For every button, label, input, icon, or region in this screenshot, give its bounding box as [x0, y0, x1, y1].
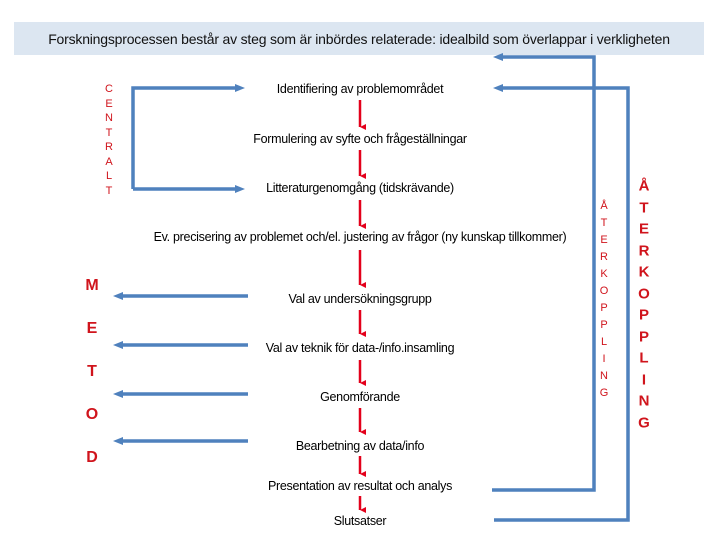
atks-letter: P [600, 319, 608, 331]
atkl-letter: N [638, 392, 650, 410]
step-bearbetning: Bearbetning av data/info [295, 439, 425, 453]
atks-letter: I [602, 353, 606, 365]
atkl-letter: T [639, 199, 649, 216]
atks-letter: G [599, 387, 609, 399]
feedback-arrows [113, 53, 630, 522]
atkl-letter: I [641, 371, 647, 388]
central-letter: T [105, 126, 113, 139]
step-litteraturgenomgang: Litteraturgenomgång (tidskrävande) [266, 181, 454, 195]
central-letter: L [105, 170, 113, 182]
atkl-letter: P [638, 306, 650, 324]
central-letter: C [105, 83, 113, 95]
step-teknik: Val av teknik för data-/info.insamling [265, 341, 455, 355]
atkl-letter: L [639, 349, 649, 367]
atks-letter: N [600, 370, 608, 382]
atks-letter: L [600, 336, 608, 348]
central-letter: T [105, 184, 113, 197]
title-banner: Forskningsprocessen består av steg som ä… [14, 22, 704, 55]
step-genomforande: Genomförande [320, 390, 400, 404]
atkl-letter: G [638, 414, 650, 431]
step-undersokningsgrupp: Val av undersökningsgrupp [288, 292, 432, 306]
step-identifiering: Identifiering av problemområdet [276, 82, 444, 96]
central-bracket-top [131, 84, 245, 189]
step-formulering: Formulering av syfte och frågeställninga… [253, 132, 467, 146]
atks-letter: P [600, 302, 608, 314]
atkl-letter: Å [638, 177, 650, 195]
atks-letter: O [599, 285, 609, 297]
atkl-letter: R [638, 242, 650, 259]
central-letter: E [105, 97, 113, 110]
central-letter: N [105, 112, 113, 124]
feedback-outer [493, 84, 630, 522]
title: Forskningsprocessen består av steg som ä… [48, 30, 670, 47]
central-letter: A [105, 155, 113, 168]
step-precisering: Ev. precisering av problemet och/el. jus… [153, 230, 567, 244]
atkl-letter: O [638, 285, 650, 302]
atks-letter: Å [600, 200, 608, 212]
atks-letter: K [600, 268, 608, 280]
atkl-letter: K [638, 263, 650, 281]
step-slutsatser: Slutsatser [333, 514, 387, 528]
metod-letter: O [85, 406, 99, 423]
atks-letter: R [600, 251, 608, 263]
step-presentation: Presentation av resultat och analys [267, 479, 453, 493]
metod-letter: E [86, 320, 98, 337]
feedback-inner [492, 53, 596, 492]
atks-letter: E [600, 234, 608, 246]
atks-letter: T [600, 217, 608, 229]
metod-letter: M [85, 277, 99, 294]
metod-letter: D [86, 449, 98, 466]
atkl-letter: P [638, 328, 650, 345]
atkl-letter: E [638, 220, 650, 238]
central-letter: R [105, 141, 113, 153]
metod-letter: T [87, 363, 97, 380]
